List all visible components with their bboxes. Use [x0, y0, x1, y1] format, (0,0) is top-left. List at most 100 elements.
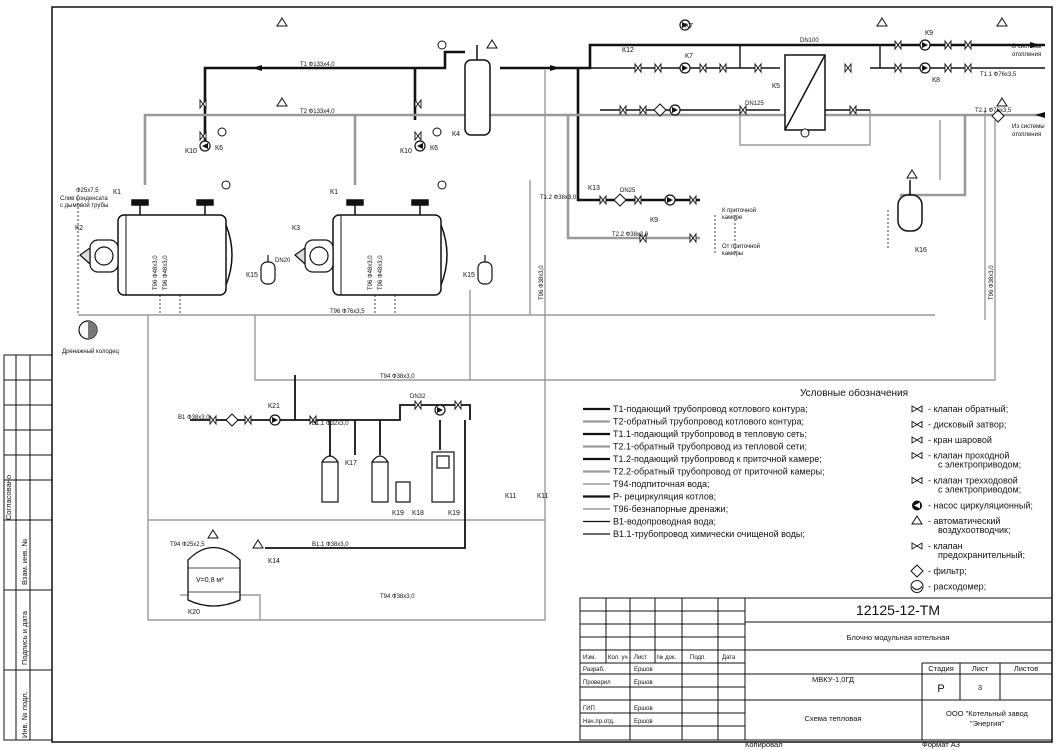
sheets-header: Листов: [1014, 664, 1038, 673]
label-k9b: К9: [650, 217, 658, 224]
company-line-2: "Энергия": [970, 719, 1005, 728]
label-pipe-t96v4: Т96 Ф48х3,0: [378, 255, 384, 290]
flow-arrow-icon: [252, 65, 262, 71]
legend-line-text: Т2.2-обратный трубопровод от приточной к…: [613, 467, 825, 477]
pipe-t96-drain: [78, 70, 996, 621]
object-name: Блочно модульная котельная: [847, 633, 950, 642]
label-pipe-t2: Т2 Ф133х4,0: [300, 109, 335, 115]
check-valve-icon: [911, 405, 923, 413]
flow-arrow-icon: [550, 65, 560, 71]
label-k3: К3: [292, 225, 300, 232]
pump-icon: [912, 500, 922, 511]
label-to-heating-2: отопления: [1012, 52, 1041, 58]
label-k19a: К19: [392, 510, 404, 517]
label-pipe-t96v6: Т96 Ф38х3,0: [989, 265, 995, 300]
format-label: Формат А3: [922, 740, 960, 749]
model-name: МВКУ-1,0ГД: [812, 675, 854, 684]
label-k13: К13: [588, 185, 600, 192]
sheet-header: Лист: [972, 664, 989, 673]
label-pipe-b11b: В1.1 Ф38х3,0: [312, 542, 349, 548]
three-way-valve-icon: [911, 476, 923, 485]
label-k11a: К11: [505, 493, 516, 500]
hydraulic-separator-k4: [464, 45, 491, 136]
expansion-tank-k16: [897, 180, 923, 232]
expansion-tank-k15a: [260, 255, 276, 285]
label-from-supply-2: камеры: [722, 251, 743, 257]
role-label: ГИП: [583, 706, 595, 712]
sheet-frame: [51, 6, 1053, 743]
drawing-title: Схема тепловая: [804, 714, 861, 723]
drain-well-fill: [88, 321, 97, 339]
pipe-labels: Т1 Ф133х4,0 Т2 Ф133х4,0 Т96 Ф76х3,5 Т94 …: [153, 38, 1017, 600]
filter-icons: [225, 103, 1005, 427]
label-pipe-t22: Т2.2 Ф38х3,0: [612, 232, 649, 238]
label-k1b: К1: [330, 189, 338, 196]
label-dn20: DN20: [275, 258, 291, 264]
gauge-icons: [217, 40, 810, 190]
label-k15a: К15: [246, 272, 258, 279]
label-pipe-t21: Т2.1 Ф76х3,5: [975, 108, 1012, 114]
motor-valve-icon: [911, 451, 923, 460]
legend-line-text: В1.1-трубопровод химически очищеной воды…: [613, 529, 805, 539]
label-drain-well: Дренажный колодец: [62, 348, 120, 355]
stamp-inv-orig: Инв. № подл.: [20, 691, 29, 738]
label-k4: К4: [452, 131, 460, 138]
label-pipe-b1: В1 Ф38х3,0: [178, 415, 210, 421]
title-block: [579, 597, 1053, 741]
legend-title: Условные обозначения: [800, 387, 908, 399]
boiler-1: [117, 199, 233, 296]
legend-symbol-text: - клапан проходной: [928, 451, 1009, 461]
legend-line-text: Т1-подающий трубопровод котлового контур…: [613, 404, 808, 414]
doc-code: 12125-12-ТМ: [856, 602, 940, 618]
rev-header-6: Дата: [722, 655, 736, 661]
legend-symbol-text: с электроприводом;: [938, 460, 1021, 470]
label-pipe-t96v2: Т96 Ф48х3,0: [163, 255, 169, 290]
label-k19b: К19: [448, 510, 460, 517]
storage-tank-k20: [187, 547, 241, 607]
butterfly-valve-icon: [911, 420, 923, 429]
role-name: Ершов: [634, 706, 653, 712]
stamp-agreed: Согласовано: [4, 475, 13, 520]
legend-symbol-text: - насос циркуляционный;: [928, 501, 1033, 511]
valve-icons: [199, 39, 972, 426]
label-k2: К2: [75, 225, 83, 232]
legend-symbol-text: - автоматический: [928, 516, 1000, 526]
flowmeter-icon: [910, 580, 924, 593]
role-name: Ершов: [634, 719, 653, 725]
stamp-replace-inv: Взам. инв. №: [20, 539, 29, 585]
air-vent-icons: [207, 17, 1008, 549]
legend-symbol-text: - клапан обратный;: [928, 404, 1008, 414]
dosing-unit-k19b: [431, 451, 455, 503]
legend-symbol-text: - кран шаровой: [928, 435, 992, 445]
role-label: Разраб.: [583, 667, 605, 673]
label-pipe-t94c: Т94 Ф25х2,5: [170, 542, 205, 548]
boiler-2: [332, 199, 448, 296]
burner-k3: [294, 239, 334, 273]
label-pipe-t96: Т96 Ф76х3,5: [330, 309, 365, 315]
label-to-supply-2: камере: [722, 215, 743, 221]
label-k7a: К7: [685, 23, 693, 30]
label-k20: К20: [188, 609, 200, 616]
label-k6a: К6: [215, 145, 223, 152]
label-from-heating-2: отопления: [1012, 132, 1041, 138]
label-dn100: DN100: [800, 38, 819, 44]
legend-symbols: - клапан обратный;- дисковый затвор;- кр…: [910, 404, 1033, 593]
label-pipe-t96v1: Т96 Ф48х3,0: [153, 255, 159, 290]
legend-line-text: Т1.2-подающий трубопровод к приточной ка…: [613, 454, 822, 464]
stage-header: Стадия: [928, 664, 954, 673]
label-pipe-t11: Т1.1 Ф76х3,5: [980, 72, 1017, 78]
legend-lines: Т1-подающий трубопровод котлового контур…: [583, 404, 825, 539]
label-k9a: К9: [925, 30, 933, 37]
label-from-supply-1: От приточной: [722, 243, 760, 250]
label-to-supply-1: К приточной: [722, 207, 756, 214]
label-condensate-2: с дымовой трубы: [60, 202, 108, 209]
rev-header-4: № док.: [657, 654, 677, 661]
stamp-sign-date: Подпись и дата: [20, 610, 29, 665]
rev-header-5: Подп.: [690, 655, 706, 661]
label-k16: К16: [915, 247, 927, 254]
label-k10b: К10: [400, 148, 412, 155]
heat-exchanger-k5: [784, 54, 826, 131]
ball-valve-icon: [911, 436, 923, 444]
